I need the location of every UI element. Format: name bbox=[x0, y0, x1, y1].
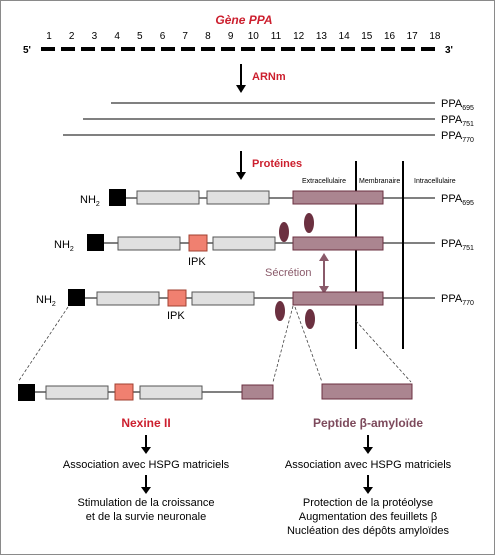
guide-line-left-2 bbox=[272, 305, 294, 383]
exon-number: 14 bbox=[339, 31, 351, 42]
right-step1: Association avec HSPG matriciels bbox=[285, 459, 452, 471]
right-step2-line1: Protection de la protéolyse bbox=[303, 497, 433, 509]
transcript-label-770: PPA770 bbox=[441, 130, 474, 144]
exon-number: 16 bbox=[384, 31, 396, 42]
exon-number: 3 bbox=[92, 31, 98, 42]
left-step2-line2: et de la survie neuronale bbox=[86, 511, 206, 523]
exon-number: 7 bbox=[182, 31, 188, 42]
ipk-box-751 bbox=[188, 234, 208, 252]
exon-number: 18 bbox=[429, 31, 441, 42]
protein-label-770: PPA770 bbox=[441, 293, 474, 307]
protein-label-695: PPA695 bbox=[441, 193, 474, 207]
nexine-domain-b bbox=[139, 385, 203, 400]
gene-title: Gène PPA bbox=[215, 13, 272, 27]
proteins-arrow-head bbox=[236, 172, 246, 180]
abeta-region-695 bbox=[292, 190, 384, 205]
abeta-region-770 bbox=[292, 291, 384, 306]
guide-line-right-2 bbox=[355, 320, 412, 383]
signal-peptide-695 bbox=[109, 189, 126, 206]
domain-box-751-a bbox=[117, 236, 181, 251]
abeta-title: Peptide β-amyloïde bbox=[313, 416, 423, 430]
transcript-label-751: PPA751 bbox=[441, 114, 474, 128]
domain-intracellular-label: Intracellulaire bbox=[414, 178, 456, 185]
five-prime-label: 5' bbox=[23, 45, 31, 56]
glycosylation-oval-770-a bbox=[275, 301, 285, 321]
nexine-domain-a bbox=[45, 385, 109, 400]
left-step2-line1: Stimulation de la croissance bbox=[78, 497, 215, 509]
domain-extracellular-label: Extracellulaire bbox=[302, 178, 346, 185]
left-arrow-2-head bbox=[141, 487, 151, 494]
guide-line-right-1 bbox=[294, 306, 323, 383]
protein-ppa751: NH2 IPK PPA751 bbox=[54, 234, 474, 268]
nexine-ipk-box bbox=[114, 383, 134, 401]
exon-number: 6 bbox=[160, 31, 166, 42]
exon-number: 8 bbox=[205, 31, 211, 42]
exon-number: 15 bbox=[361, 31, 373, 42]
exon-number: 4 bbox=[114, 31, 120, 42]
right-arrow-2-head bbox=[363, 487, 373, 494]
guide-line-left-1 bbox=[17, 306, 69, 383]
domain-box-695-a bbox=[136, 190, 200, 205]
signal-peptide-751 bbox=[87, 234, 104, 251]
glycosylation-oval-751-b bbox=[304, 213, 314, 233]
right-step2-line3: Nucléation des dépôts amyloïdes bbox=[287, 525, 450, 537]
protein-ppa695: NH2 PPA695 bbox=[80, 189, 474, 208]
right-step2-line2: Augmentation des feuillets β bbox=[299, 511, 437, 523]
exon-number: 1 bbox=[46, 31, 52, 42]
domain-box-770-b bbox=[191, 291, 255, 306]
abeta-peptide-fragment bbox=[321, 383, 413, 400]
ipk-box-770 bbox=[167, 289, 187, 307]
domain-membrane-label: Membranaire bbox=[359, 178, 400, 185]
nexine-signal-peptide bbox=[18, 384, 35, 401]
nexine-title: Nexine II bbox=[121, 416, 170, 430]
signal-peptide-770 bbox=[68, 289, 85, 306]
left-step1: Association avec HSPG matriciels bbox=[63, 459, 230, 471]
exon-number: 9 bbox=[228, 31, 234, 42]
nh2-label-695: NH2 bbox=[80, 194, 100, 208]
nh2-label-770: NH2 bbox=[36, 294, 56, 308]
domain-box-770-a bbox=[96, 291, 160, 306]
abeta-region-751 bbox=[292, 236, 384, 251]
exon-number: 10 bbox=[248, 31, 260, 42]
glycosylation-oval-770-b bbox=[305, 309, 315, 329]
glycosylation-oval-751-a bbox=[279, 222, 289, 242]
secretion-label: Sécrétion bbox=[265, 267, 311, 279]
exon-number: 5 bbox=[137, 31, 143, 42]
exon-number: 12 bbox=[293, 31, 305, 42]
transcript-label-695: PPA695 bbox=[441, 98, 474, 112]
mrna-arrow-head bbox=[236, 85, 246, 93]
domain-box-695-b bbox=[206, 190, 270, 205]
domain-box-751-b bbox=[212, 236, 276, 251]
nexine-fragment bbox=[18, 383, 274, 401]
exon-number: 17 bbox=[407, 31, 419, 42]
secretion-arrow-head-down bbox=[319, 286, 329, 294]
secretion-arrow-head-up bbox=[319, 253, 329, 261]
right-arrow-1-head bbox=[363, 447, 373, 454]
ipk-label-770: IPK bbox=[167, 310, 185, 322]
three-prime-label: 3' bbox=[445, 45, 453, 56]
exon-number: 2 bbox=[69, 31, 75, 42]
nexine-abeta-stub bbox=[241, 384, 274, 400]
ipk-label-751: IPK bbox=[188, 256, 206, 268]
proteins-label: Protéines bbox=[252, 158, 302, 170]
nh2-label-751: NH2 bbox=[54, 239, 74, 253]
exon-number: 13 bbox=[316, 31, 328, 42]
protein-ppa770: NH2 IPK PPA770 bbox=[36, 289, 474, 322]
mrna-label: ARNm bbox=[252, 71, 286, 83]
left-arrow-1-head bbox=[141, 447, 151, 454]
exon-number: 11 bbox=[271, 31, 282, 42]
protein-label-751: PPA751 bbox=[441, 238, 474, 252]
